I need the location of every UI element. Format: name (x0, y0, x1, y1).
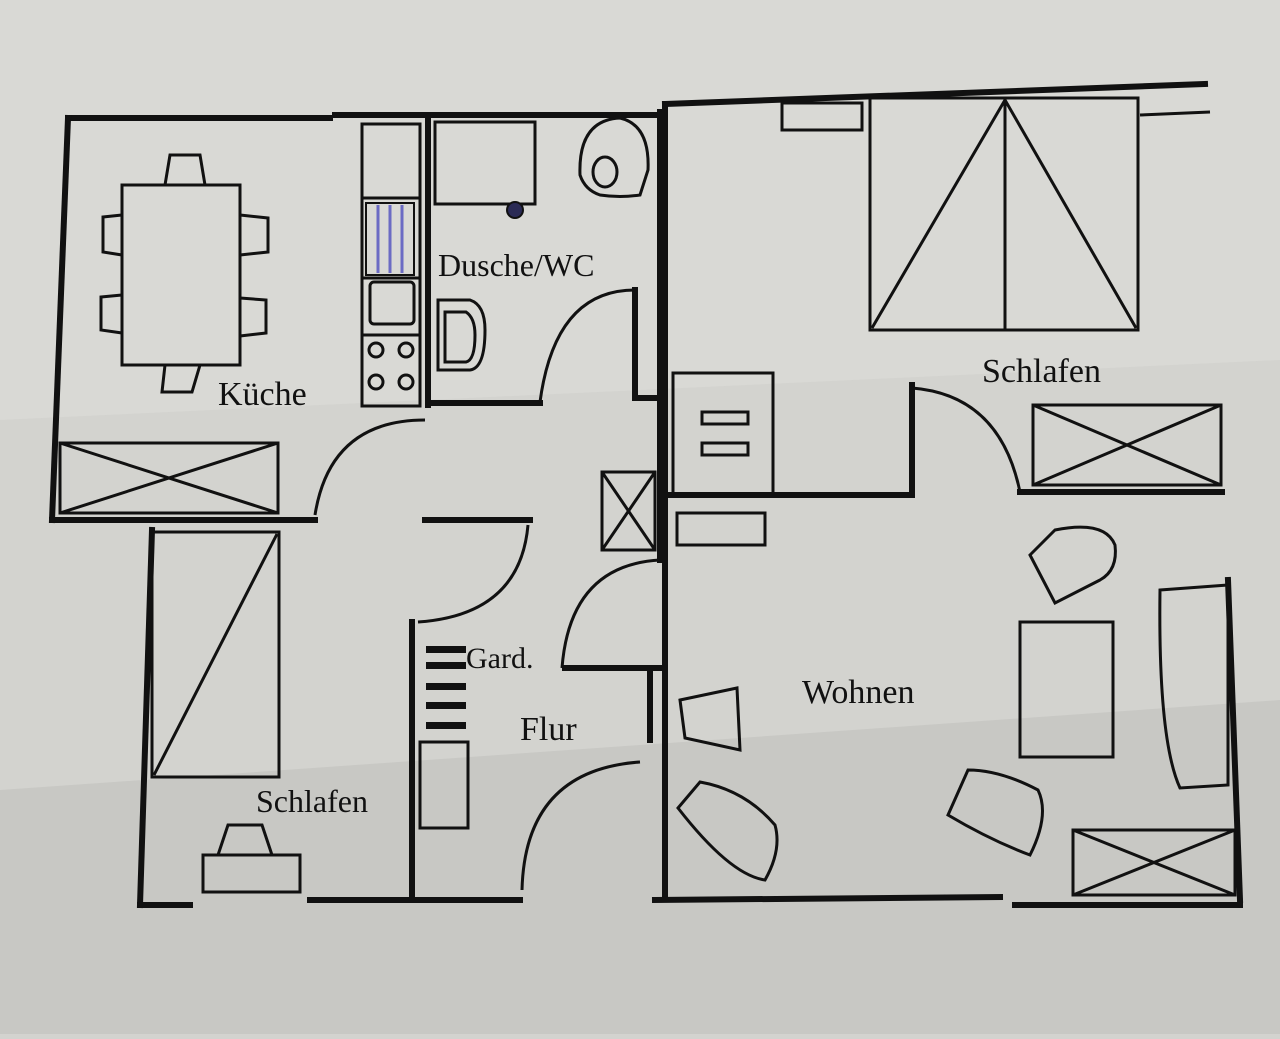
radiator-cross (1072, 828, 1236, 897)
shower-tray (433, 120, 537, 206)
wall-window-line (1139, 110, 1211, 117)
room-label-schlafen-left: Schlafen (256, 783, 368, 819)
wardrobe-door-line (1003, 99, 1138, 329)
paper-highlight (0, 0, 1280, 420)
stove-burner (397, 341, 415, 359)
armchair-top (1028, 525, 1117, 606)
bed-diagonal (152, 533, 279, 776)
wall-living-right (1224, 576, 1244, 904)
walls (48, 80, 1244, 909)
kitchen-radiator (58, 441, 280, 515)
coffee-table (1018, 620, 1115, 759)
toilet-seat (591, 155, 619, 189)
room-label-flur: Flur (520, 711, 577, 748)
wall-bedroom-top (661, 80, 1209, 108)
bedroom-window-radiator (780, 101, 864, 132)
door-kitchen (313, 418, 426, 516)
paper-shadow (0, 700, 1280, 1034)
tv-chair (678, 686, 742, 752)
door-bath (538, 288, 636, 403)
wall-kitchen-left (48, 114, 72, 524)
room-label-wohnen: Wohnen (802, 674, 914, 711)
washbasin-bowl (443, 310, 477, 364)
room-label-dusche-wc: Dusche/WC (438, 247, 594, 283)
door-entrance (520, 760, 641, 891)
dining-table (120, 183, 242, 367)
stove-burner (367, 341, 385, 359)
desk (201, 853, 302, 894)
chair-left-1 (101, 213, 123, 257)
cabinet-drawer (700, 410, 750, 426)
room-label-schlafen-right: Schlafen (982, 353, 1101, 390)
toilet (578, 116, 650, 198)
stove-burner (397, 373, 415, 391)
room-label-kueche: Küche (218, 376, 307, 413)
towel-rack (365, 202, 415, 276)
chair-top (163, 153, 207, 186)
chair-left-2 (99, 293, 123, 335)
wardrobe-door-line (870, 99, 1007, 329)
room-label-gard: Gard. (466, 642, 533, 675)
door-bedroom (911, 386, 1022, 493)
shower-drain (506, 201, 524, 219)
hall-furniture (418, 470, 657, 830)
cabinet (671, 371, 775, 498)
wall-living-bottom-left (651, 893, 1004, 904)
kitchen-sink (368, 280, 416, 326)
bedroom-furniture (671, 96, 1223, 498)
kitchen-counter (360, 122, 422, 408)
bath-furniture (433, 116, 650, 372)
washbasin (436, 298, 487, 372)
wall-bedroom2-left (136, 526, 156, 909)
radiator-cross (1032, 403, 1222, 487)
chair-right-2 (239, 296, 268, 338)
living-radiator (1071, 828, 1237, 897)
cabinet-drawer (700, 441, 750, 457)
armchair-left (676, 780, 779, 882)
living-cabinet (675, 511, 767, 547)
sofa (1158, 583, 1230, 790)
door-living (560, 558, 661, 669)
stove-burner (367, 373, 385, 391)
desk-chair (216, 823, 274, 856)
bedroom2-furniture (150, 530, 302, 894)
radiator-cross (59, 441, 279, 515)
hall-cabinet (418, 740, 470, 830)
shaft-cross (600, 471, 657, 551)
bedroom-radiator (1031, 403, 1223, 487)
wardrobe-hooks (426, 646, 466, 729)
kitchen-furniture (58, 122, 422, 515)
bed (150, 530, 281, 779)
hall-shaft (600, 470, 657, 552)
chair-bottom (160, 364, 202, 394)
door-bedroom2 (417, 524, 530, 624)
armchair-bottom (946, 768, 1044, 857)
living-furniture (675, 511, 1237, 897)
chair-right-1 (239, 213, 270, 257)
doors (313, 288, 1022, 891)
